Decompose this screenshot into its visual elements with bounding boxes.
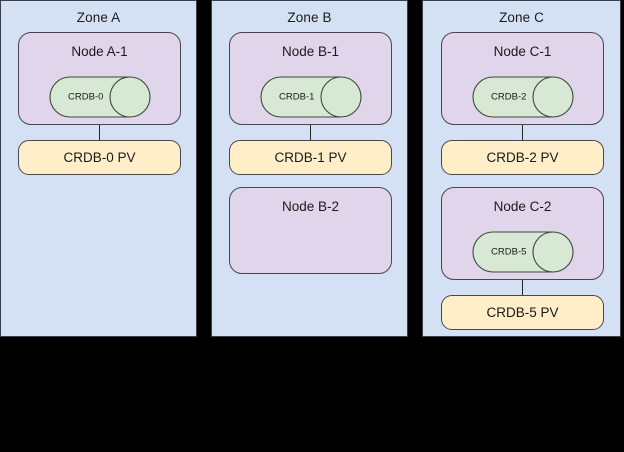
- pv-crdb-1[interactable]: CRDB-1 PV: [229, 140, 392, 175]
- zone-a-title: Zone A: [76, 10, 121, 25]
- node-a-1-container[interactable]: Node A-1 CRDB-0: [18, 32, 181, 125]
- zone-b-title: Zone B: [287, 10, 332, 25]
- link-node-c-1-to-crdb-2-pv: [522, 125, 523, 140]
- node-a-1-title: Node A-1: [71, 44, 128, 59]
- zone-c-title: Zone C: [499, 10, 544, 25]
- pv-crdb-5-label: CRDB-5 PV: [486, 305, 559, 320]
- pv-crdb-2[interactable]: CRDB-2 PV: [441, 140, 604, 175]
- node-b-1-title: Node B-1: [281, 44, 340, 59]
- zone-a-container[interactable]: Zone A Node A-1 CRDB-0 CRDB-0 PV: [0, 0, 197, 337]
- database-icon-crdb-2[interactable]: CRDB-2: [472, 76, 574, 118]
- link-node-a-1-to-crdb-0-pv: [99, 125, 100, 140]
- database-icon-crdb-5[interactable]: CRDB-5: [472, 231, 574, 273]
- node-b-1-container[interactable]: Node B-1 CRDB-1: [229, 32, 392, 125]
- zone-b-container[interactable]: Zone B Node B-1 CRDB-1 CRDB-1 PV Node B-…: [211, 0, 408, 337]
- node-c-2-container[interactable]: Node C-2 CRDB-5: [441, 187, 604, 280]
- link-node-c-2-to-crdb-5-pv: [522, 280, 523, 295]
- node-b-2-container[interactable]: Node B-2: [229, 187, 392, 274]
- pv-crdb-0-label: CRDB-0 PV: [63, 150, 136, 165]
- pv-crdb-1-label: CRDB-1 PV: [274, 150, 347, 165]
- pv-crdb-2-label: CRDB-2 PV: [486, 150, 559, 165]
- zone-c-container[interactable]: Zone C Node C-1 CRDB-2 CRDB-2 PV Node C-…: [422, 0, 621, 337]
- link-node-b-1-to-crdb-1-pv: [310, 125, 311, 140]
- node-b-2-title: Node B-2: [281, 199, 340, 214]
- pv-crdb-5[interactable]: CRDB-5 PV: [441, 295, 604, 330]
- database-icon-crdb-0[interactable]: CRDB-0: [49, 76, 151, 118]
- node-c-2-title: Node C-2: [493, 199, 552, 214]
- node-c-1-container[interactable]: Node C-1 CRDB-2: [441, 32, 604, 125]
- node-c-1-title: Node C-1: [493, 44, 552, 59]
- pv-crdb-0[interactable]: CRDB-0 PV: [18, 140, 181, 175]
- database-icon-crdb-1[interactable]: CRDB-1: [260, 76, 362, 118]
